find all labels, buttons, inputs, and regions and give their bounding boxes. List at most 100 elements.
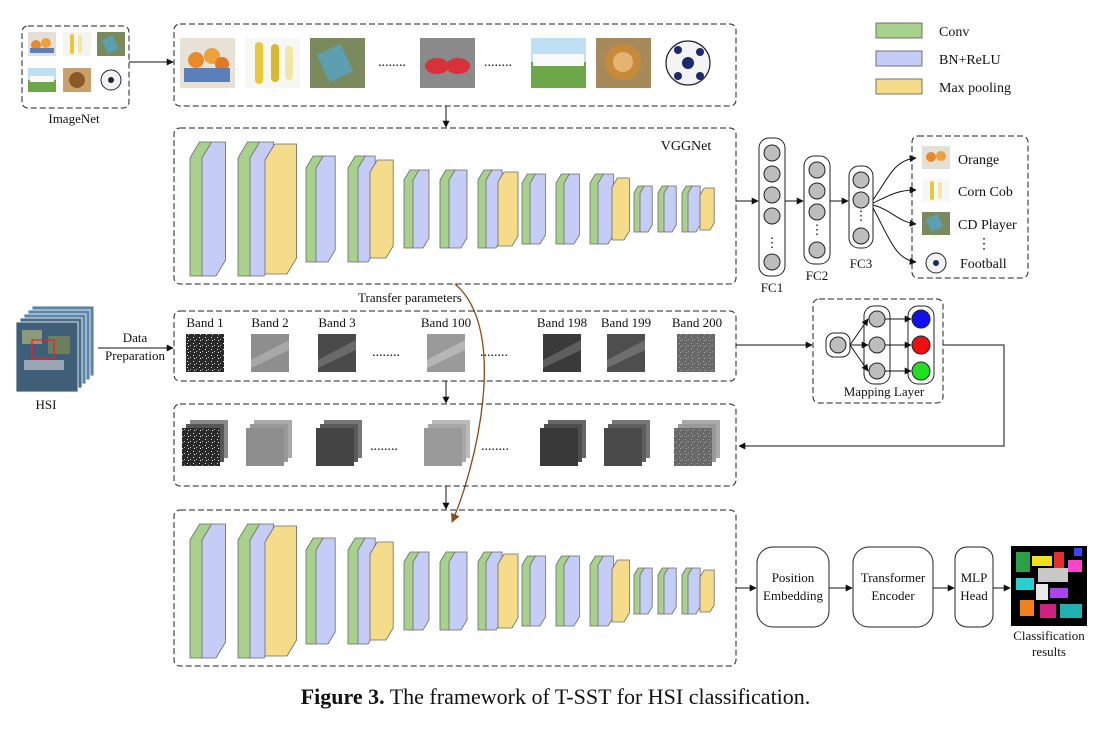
caption-text: The framework of T-SST for HSI classific… bbox=[384, 684, 811, 709]
mapping-box bbox=[812, 298, 944, 404]
max-pooling-layer bbox=[699, 187, 715, 231]
fc1-label: FC1 bbox=[761, 280, 783, 295]
transformer-encoder-block bbox=[852, 546, 934, 628]
bn-relu-layer bbox=[201, 523, 227, 659]
classification-map bbox=[1011, 546, 1087, 626]
legend-conv-label: Conv bbox=[939, 25, 969, 40]
max-pooling-layer bbox=[611, 177, 630, 241]
max-pooling-layer bbox=[264, 143, 298, 275]
arrow-mapping-to-stacked bbox=[738, 344, 1005, 450]
framework-diagram: ImageNet ........ ........ Conv BN+ReLU … bbox=[15, 22, 1087, 667]
bn-relu-layer bbox=[448, 169, 468, 249]
classification-results-line1: Classification bbox=[1013, 628, 1085, 643]
mlp-head-line1: MLP bbox=[961, 570, 988, 585]
band-images: ........ ........ bbox=[186, 334, 715, 372]
band-row-box bbox=[173, 310, 737, 382]
position-embedding-line1: Position bbox=[772, 570, 815, 585]
max-pooling-layer bbox=[264, 525, 298, 657]
stacked-band-images: ........ ........ bbox=[182, 420, 720, 466]
max-pooling-layer bbox=[497, 171, 519, 247]
bn-relu-layer bbox=[529, 555, 546, 627]
backbone-layers bbox=[189, 523, 715, 659]
band-row-ellipsis-1: ........ bbox=[372, 345, 400, 360]
classification-results-line2: results bbox=[1032, 644, 1066, 659]
bn-relu-layer bbox=[663, 185, 677, 233]
transformer-encoder-line2: Encoder bbox=[871, 588, 915, 603]
stacked-row-ellipsis-2: ........ bbox=[481, 439, 509, 454]
legend: Conv BN+ReLU Max pooling bbox=[875, 22, 1011, 96]
legend-pool-label: Max pooling bbox=[939, 81, 1011, 96]
legend-conv-swatch bbox=[875, 22, 923, 39]
band-label-100: Band 100 bbox=[421, 315, 471, 330]
bn-relu-layer bbox=[412, 169, 430, 249]
position-embedding-block bbox=[756, 546, 830, 628]
image-row-ellipsis-2: ........ bbox=[484, 55, 512, 70]
class-ellipsis: ⋮ bbox=[977, 237, 991, 252]
band-label-198: Band 198 bbox=[537, 315, 587, 330]
band-row-ellipsis-2: ........ bbox=[480, 345, 508, 360]
max-pooling-layer bbox=[497, 553, 519, 629]
data-prep-line2: Preparation bbox=[105, 348, 165, 363]
vgg-layers bbox=[189, 141, 715, 277]
imagenet-box bbox=[21, 25, 130, 109]
bn-relu-layer bbox=[315, 537, 336, 645]
mapping-red-node bbox=[911, 335, 931, 355]
imagenet-label: ImageNet bbox=[48, 111, 100, 126]
fc3-layer: ⋮ bbox=[848, 165, 874, 249]
bn-relu-layer bbox=[563, 555, 580, 627]
image-row-box bbox=[173, 23, 737, 107]
bn-relu-layer bbox=[687, 567, 701, 615]
mlp-head-line2: Head bbox=[960, 588, 988, 603]
bn-relu-layer bbox=[597, 173, 614, 245]
band-label-200: Band 200 bbox=[672, 315, 722, 330]
bn-relu-layer bbox=[597, 555, 614, 627]
mapping-blue-node bbox=[911, 309, 931, 329]
bn-relu-layer bbox=[529, 173, 546, 245]
figure-caption: Figure 3. The framework of T-SST for HSI… bbox=[0, 684, 1111, 710]
mapping-label: Mapping Layer bbox=[844, 384, 925, 399]
fc1-layer: ⋮ bbox=[758, 137, 786, 277]
fc3-to-class-arrows bbox=[872, 155, 917, 265]
imagenet-thumbnails bbox=[28, 32, 125, 92]
bn-relu-layer bbox=[201, 141, 227, 277]
transfer-parameters-arrow bbox=[451, 283, 485, 523]
data-prep-line1: Data bbox=[123, 330, 148, 345]
vgg-box bbox=[173, 127, 737, 285]
legend-pool-swatch bbox=[875, 78, 923, 95]
class-label-orange: Orange bbox=[958, 153, 999, 168]
image-row-ellipsis-1: ........ bbox=[378, 55, 406, 70]
bn-relu-layer bbox=[663, 567, 677, 615]
caption-bold: Figure 3. bbox=[300, 684, 385, 709]
class-label-cd-player: CD Player bbox=[958, 218, 1017, 233]
position-embedding-line2: Embedding bbox=[763, 588, 823, 603]
transfer-label: Transfer parameters bbox=[358, 290, 462, 305]
fc2-label: FC2 bbox=[806, 268, 828, 283]
svg-text:⋮: ⋮ bbox=[855, 208, 868, 223]
bn-relu-layer bbox=[687, 185, 701, 233]
hsi-cube bbox=[15, 305, 95, 393]
fc2-layer: ⋮ bbox=[803, 155, 831, 265]
band-label-2: Band 2 bbox=[251, 315, 288, 330]
band-label-199: Band 199 bbox=[601, 315, 651, 330]
class-label-corn-cob: Corn Cob bbox=[958, 185, 1013, 200]
bn-relu-layer bbox=[563, 173, 580, 245]
stacked-row-ellipsis-1: ........ bbox=[370, 439, 398, 454]
bn-relu-layer bbox=[448, 551, 468, 631]
legend-bn-swatch bbox=[875, 50, 923, 67]
bn-relu-layer bbox=[315, 155, 336, 263]
bn-relu-layer bbox=[639, 567, 653, 615]
stacked-row-box bbox=[173, 403, 737, 487]
mapping-green-node bbox=[911, 361, 931, 381]
class-thumbnails bbox=[922, 146, 950, 275]
band-label-3: Band 3 bbox=[318, 315, 355, 330]
hsi-label: HSI bbox=[36, 397, 57, 412]
bn-relu-layer bbox=[412, 551, 430, 631]
class-label-football: Football bbox=[960, 257, 1007, 272]
svg-text:⋮: ⋮ bbox=[766, 235, 779, 250]
svg-text:⋮: ⋮ bbox=[811, 222, 824, 237]
transformer-encoder-line1: Transformer bbox=[861, 570, 926, 585]
legend-bn-label: BN+ReLU bbox=[939, 53, 1001, 68]
max-pooling-layer bbox=[369, 541, 394, 641]
mlp-head-block bbox=[954, 546, 994, 628]
